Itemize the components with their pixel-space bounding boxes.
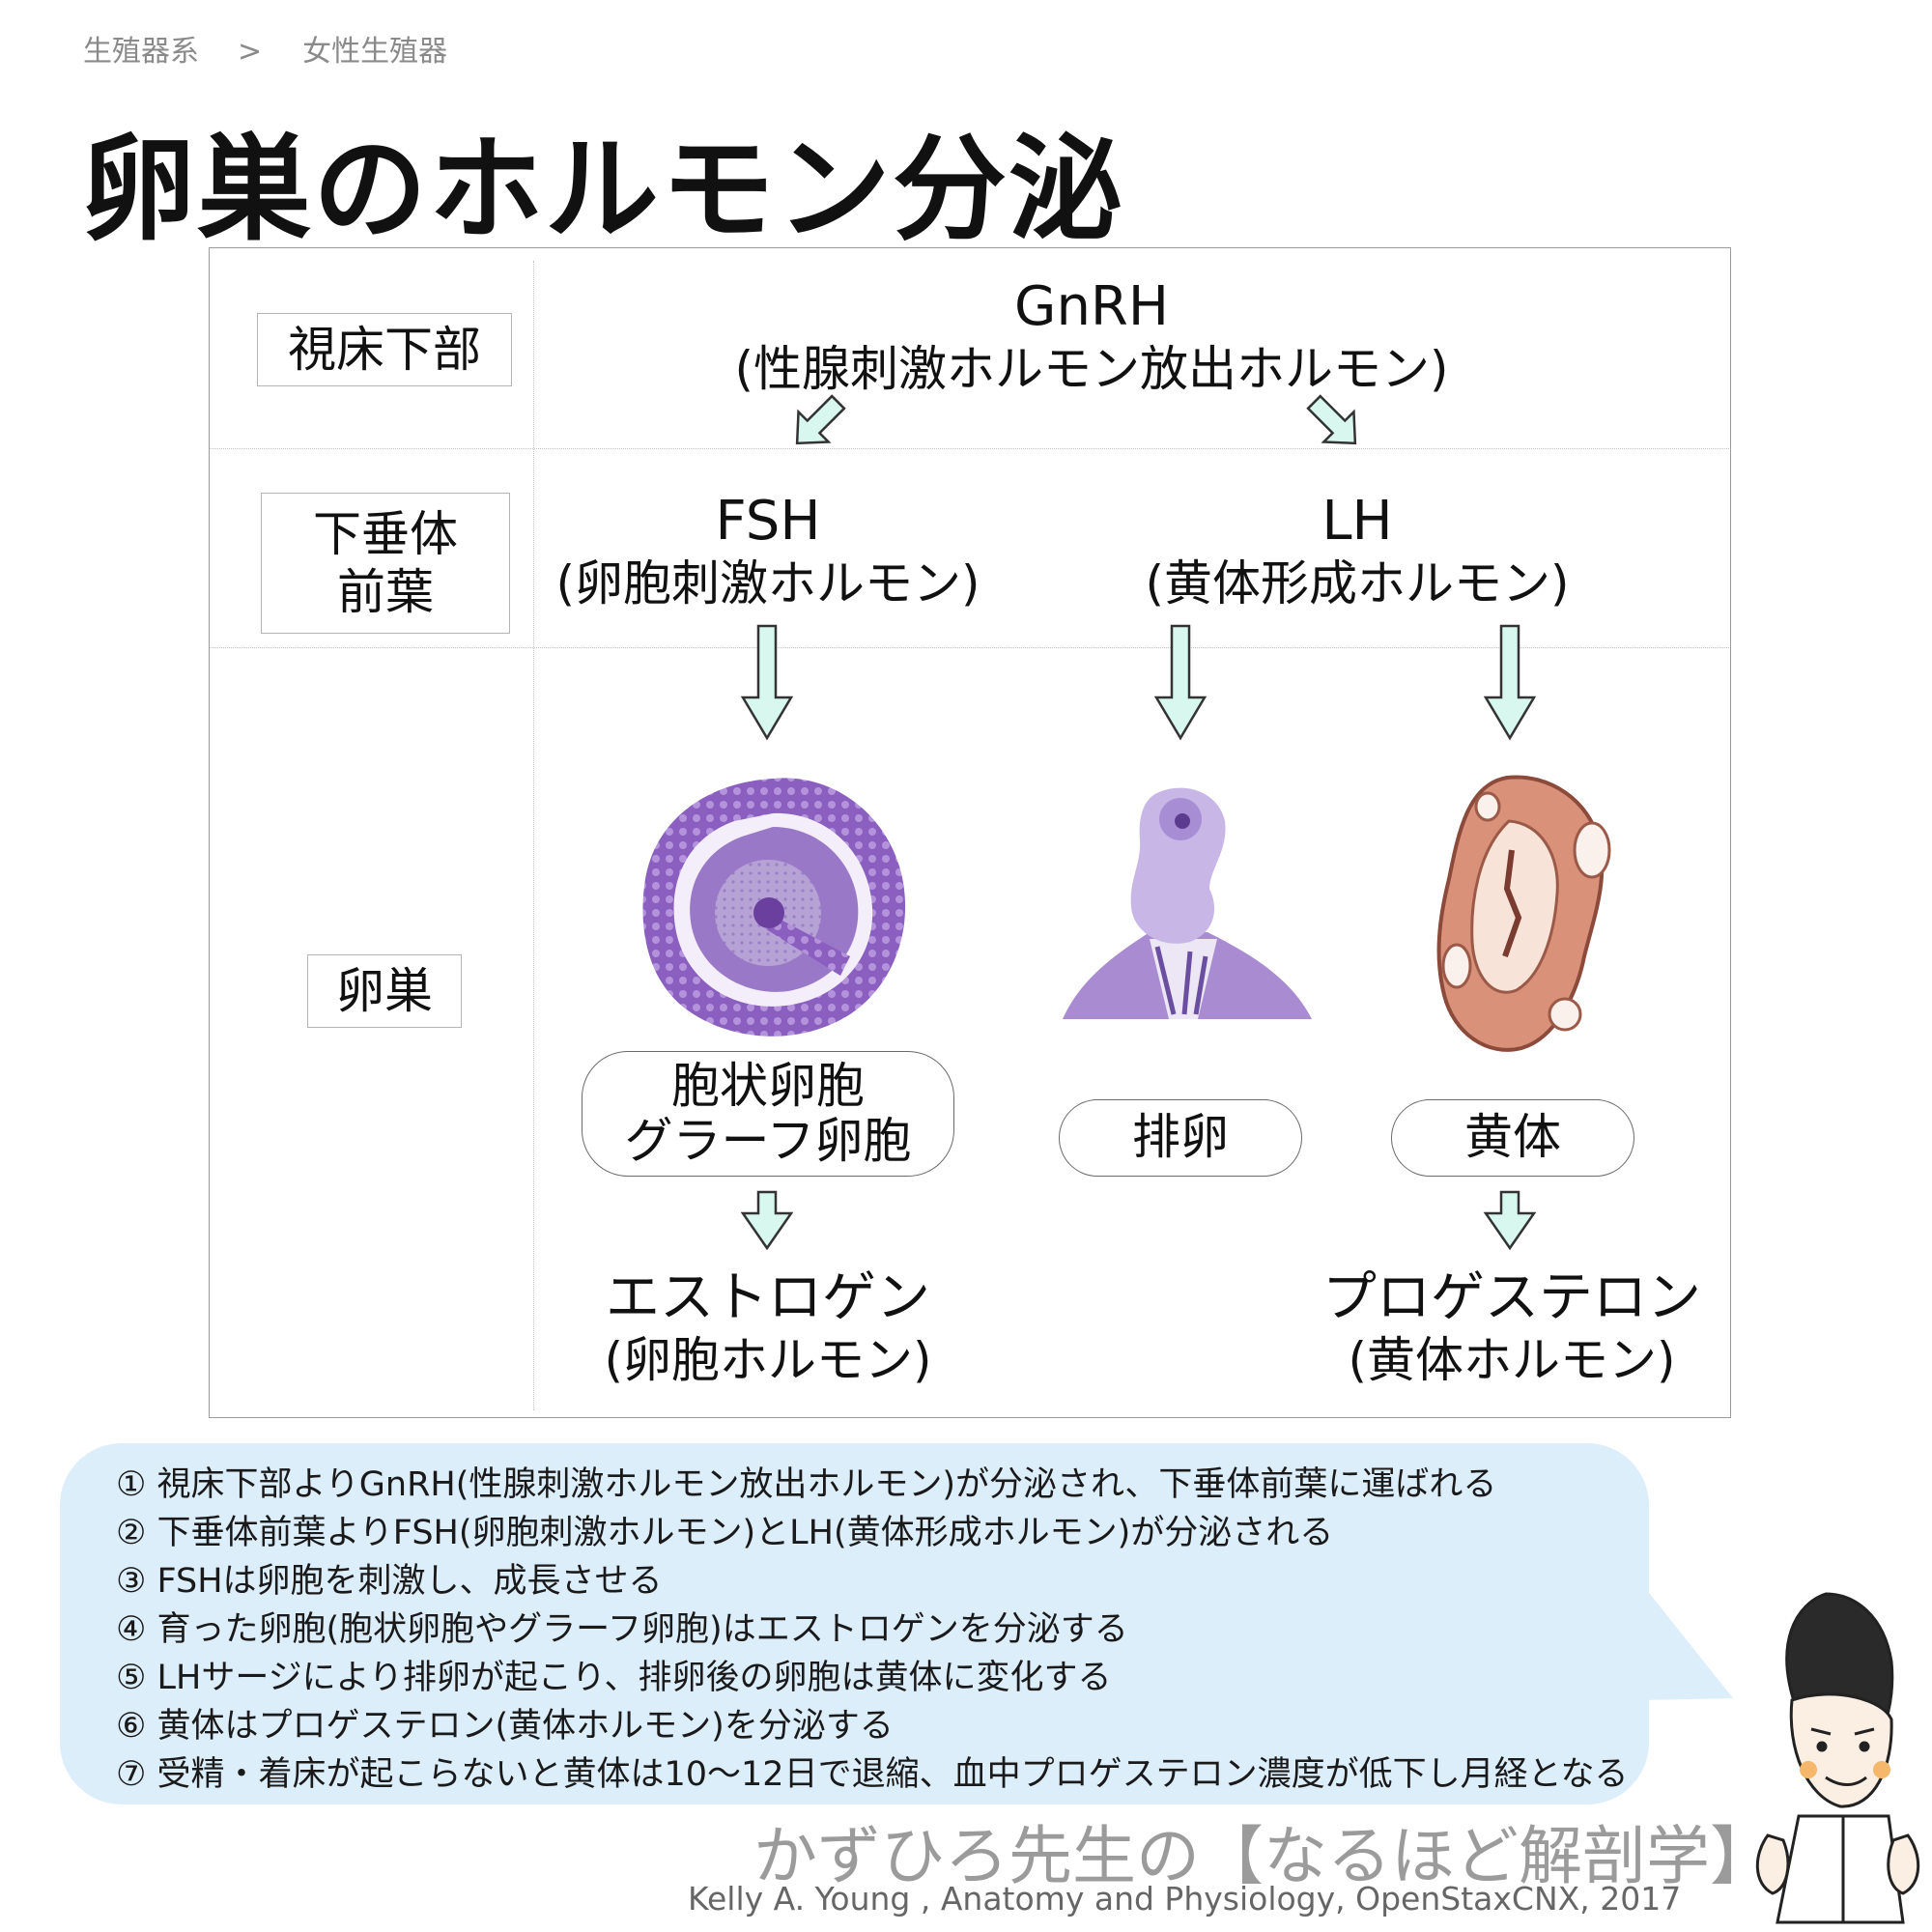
lh-full-name: (黄体形成ホルモン) xyxy=(1145,555,1570,612)
note-item: ① 視床下部よりGnRH(性腺刺激ホルモン放出ホルモン)が分泌され、下垂体前葉に… xyxy=(116,1465,1497,1504)
note-item: ④ 育った卵胞(胞状卵胞やグラーフ卵胞)はエストロゲンを分泌する xyxy=(116,1610,1128,1649)
notes-list: ① 視床下部よりGnRH(性腺刺激ホルモン放出ホルモン)が分泌され、下垂体前葉に… xyxy=(116,1461,1629,1799)
arrow-follicle-to-estrogen xyxy=(740,1190,794,1251)
stage-antral-follicle-line2: グラーフ卵胞 xyxy=(624,1113,912,1169)
breadcrumb-parent[interactable]: 生殖器系 xyxy=(83,35,199,69)
doctor-caricature xyxy=(1755,1592,1920,1924)
gnrh-block: GnRH (性腺刺激ホルモン放出ホルモン) xyxy=(705,274,1478,399)
fsh-name: FSH xyxy=(715,490,821,553)
corpus-luteum-illustration xyxy=(1436,775,1611,1052)
estrogen-block: エストロゲン (卵胞ホルモン) xyxy=(551,1265,985,1390)
brand-title: かずひろ先生の【なるほど解剖学】 xyxy=(753,1819,1774,1893)
notes-speech-bubble xyxy=(60,1443,1649,1804)
note-item: ⑥ 黄体はプロゲステロン(黄体ホルモン)を分泌する xyxy=(116,1707,894,1746)
stage-antral-follicle: 胞状卵胞 グラーフ卵胞 xyxy=(582,1051,954,1177)
row-label-pituitary-line1: 下垂体 xyxy=(313,506,458,562)
lh-name: LH xyxy=(1321,490,1393,553)
arrow-lh-to-corpus-luteum xyxy=(1483,624,1537,741)
arrow-lh-to-ovulation xyxy=(1153,624,1208,741)
breadcrumb: 生殖器系 > 女性生殖器 xyxy=(83,27,447,70)
arrow-gnrh-to-lh xyxy=(1306,394,1357,445)
note-item: ② 下垂体前葉よりFSH(卵胞刺激ホルモン)とLH(黄体形成ホルモン)が分泌され… xyxy=(116,1514,1334,1552)
source-credit: Kelly A. Young , Anatomy and Physiology,… xyxy=(688,1880,1682,1918)
row-label-pituitary-line2: 前葉 xyxy=(337,564,434,620)
ovulation-illustration xyxy=(1063,787,1312,1019)
stage-antral-follicle-line1: 胞状卵胞 xyxy=(671,1057,865,1114)
progesterone-block: プロゲステロン (黄体ホルモン) xyxy=(1294,1265,1729,1390)
column-divider xyxy=(533,261,534,1410)
speech-bubble-tail xyxy=(1642,1584,1733,1700)
arrow-corpus-luteum-to-progesterone xyxy=(1483,1190,1537,1251)
progesterone-name: プロゲステロン xyxy=(1322,1266,1701,1329)
estrogen-sub: (卵胞ホルモン) xyxy=(604,1332,932,1389)
page-title: 卵巣のホルモン分泌 xyxy=(81,123,1125,256)
gnrh-full-name: (性腺刺激ホルモン放出ホルモン) xyxy=(734,341,1449,398)
breadcrumb-separator: > xyxy=(238,35,263,69)
lh-block: LH (黄体形成ホルモン) xyxy=(1121,489,1594,613)
row-divider-2 xyxy=(210,647,1729,648)
fsh-block: FSH (卵胞刺激ホルモン) xyxy=(541,489,995,613)
gnrh-name: GnRH xyxy=(1014,275,1169,338)
stage-ovulation: 排卵 xyxy=(1059,1099,1302,1177)
row-label-pituitary: 下垂体 前葉 xyxy=(261,493,510,634)
progesterone-sub: (黄体ホルモン) xyxy=(1348,1332,1676,1389)
antral-follicle-illustration xyxy=(642,778,906,1037)
diagram-frame xyxy=(209,247,1731,1418)
estrogen-name: エストロゲン xyxy=(606,1266,930,1329)
breadcrumb-current: 女性生殖器 xyxy=(302,35,448,69)
row-label-hypothalamus: 視床下部 xyxy=(257,313,512,386)
row-divider-1 xyxy=(210,448,1729,449)
note-item: ⑦ 受精・着床が起こらないと黄体は10〜12日で退縮、血中プロゲステロン濃度が低… xyxy=(116,1755,1629,1794)
arrow-gnrh-to-fsh xyxy=(795,394,846,445)
fsh-full-name: (卵胞刺激ホルモン) xyxy=(555,555,980,612)
note-item: ③ FSHは卵胞を刺激し、成長させる xyxy=(116,1562,663,1601)
note-item: ⑤ LHサージにより排卵が起こり、排卵後の卵胞は黄体に変化する xyxy=(116,1659,1112,1697)
row-label-ovary: 卵巣 xyxy=(307,954,462,1028)
arrow-fsh-to-follicle xyxy=(740,624,794,741)
stage-corpus-luteum: 黄体 xyxy=(1391,1099,1634,1177)
